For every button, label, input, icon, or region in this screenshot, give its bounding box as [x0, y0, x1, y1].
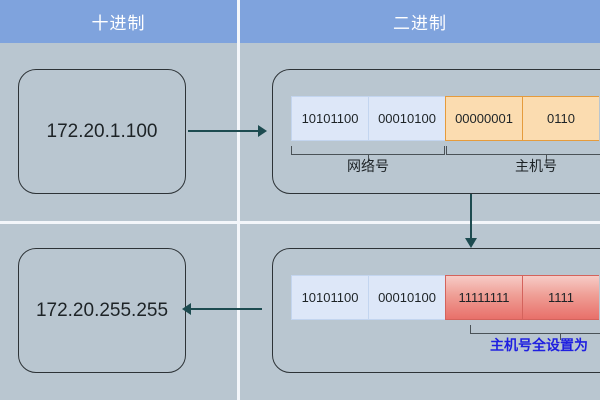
row-divider — [0, 221, 600, 224]
octet-cell: 11111111 — [445, 275, 522, 320]
arrow-decimal-to-binary-line — [188, 130, 260, 132]
brace-network — [291, 146, 445, 161]
header-cell-decimal: 十进制 — [0, 0, 237, 43]
octet-cell: 00010100 — [368, 96, 445, 141]
brace-label-network: 网络号 — [347, 158, 389, 174]
octet-strip-row1: 10101100 00010100 00000001 0110 — [291, 96, 599, 141]
broadcast-note-label: 主机号全设置为 — [490, 337, 588, 353]
decimal-value-row1: 172.20.1.100 — [46, 120, 158, 142]
decimal-box-row1: 172.20.1.100 — [18, 69, 186, 194]
brace-label-host: 主机号 — [515, 158, 557, 174]
arrow-decimal-to-binary-head — [258, 125, 267, 137]
arrow-binary-to-decimal-line — [190, 308, 262, 310]
octet-cell: 10101100 — [291, 275, 368, 320]
header-label-decimal: 十进制 — [91, 14, 146, 33]
arrow-binary-to-decimal-head — [182, 303, 191, 315]
header-cell-binary: 二进制 — [240, 0, 600, 43]
octet-cell: 1111 — [522, 275, 599, 320]
decimal-box-row2: 172.20.255.255 — [18, 248, 186, 373]
binary-box-row2 — [272, 248, 600, 373]
arrow-row1-to-row2-head — [465, 238, 477, 248]
decimal-value-row2: 172.20.255.255 — [35, 299, 169, 321]
octet-cell: 00000001 — [445, 96, 522, 141]
octet-cell: 10101100 — [291, 96, 368, 141]
column-divider — [237, 0, 240, 400]
octet-strip-row2: 10101100 00010100 11111111 1111 — [291, 275, 599, 320]
brace-broadcast-host — [470, 325, 600, 340]
octet-cell: 0110 — [522, 96, 599, 141]
octet-cell: 00010100 — [368, 275, 445, 320]
brace-host — [446, 146, 600, 161]
arrow-row1-to-row2-line — [470, 194, 472, 241]
header-label-binary: 二进制 — [393, 14, 447, 33]
binary-box-row1 — [272, 69, 600, 194]
